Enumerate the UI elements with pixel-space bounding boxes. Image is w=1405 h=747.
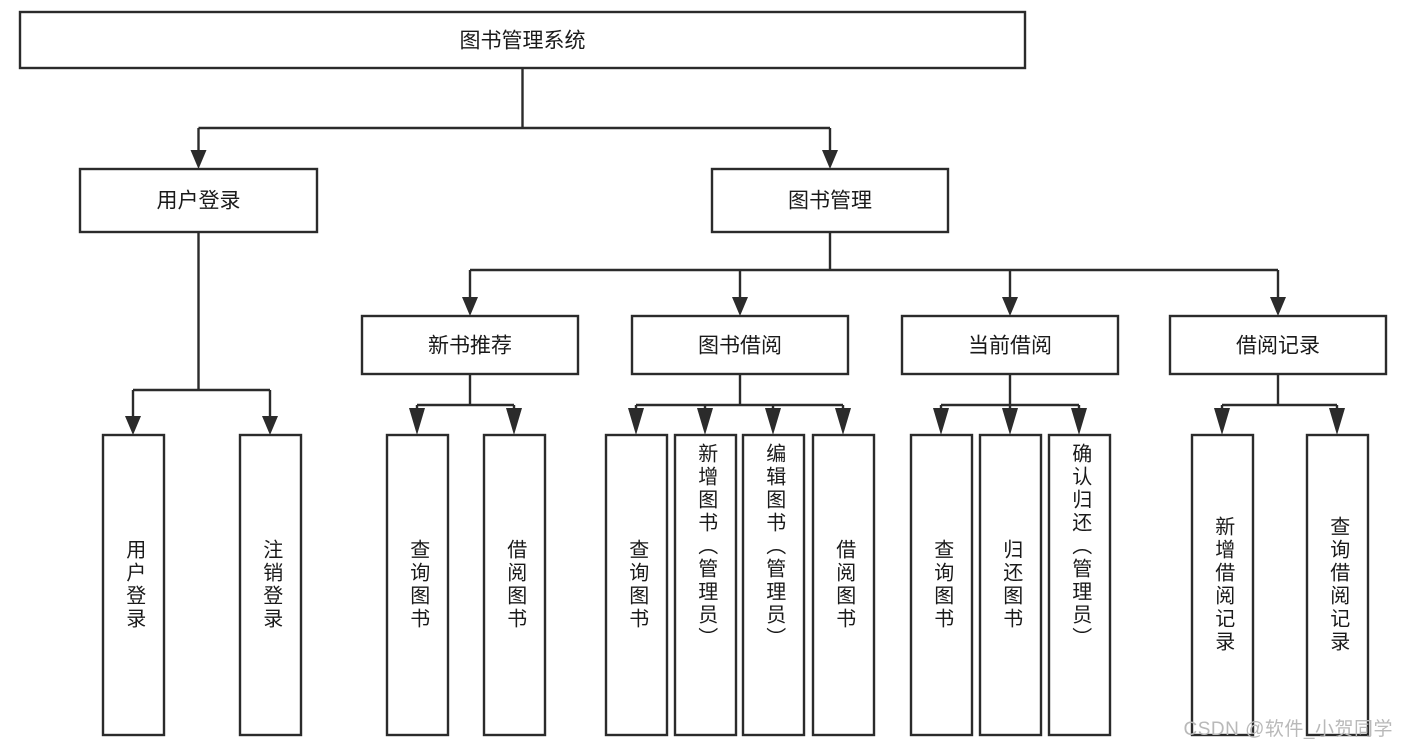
connector-layer	[125, 68, 1345, 435]
node-box-leaf-query-book-1[interactable]	[385, 433, 450, 737]
arrow-head-leaf-return-book	[1002, 408, 1018, 435]
arrow-head-leaf-add-book	[697, 408, 713, 435]
arrow-head-book-borrow	[732, 297, 748, 316]
node-label-borrow-record: 借阅记录	[1236, 335, 1320, 358]
node-label-current-borrow: 当前借阅	[968, 335, 1052, 358]
node-box-borrow-record[interactable]	[1168, 314, 1388, 376]
node-box-leaf-add-record[interactable]	[1190, 433, 1255, 737]
node-box-leaf-user-logout[interactable]	[238, 433, 303, 737]
node-box-new-book-recommend[interactable]	[360, 314, 580, 376]
arrow-head-leaf-query-book-3	[933, 408, 949, 435]
node-box-user-login[interactable]	[78, 167, 319, 234]
node-box-current-borrow[interactable]	[900, 314, 1120, 376]
node-box-leaf-edit-book[interactable]	[741, 433, 806, 737]
arrow-head-user-login	[190, 150, 207, 169]
node-box-leaf-query-record[interactable]	[1305, 433, 1370, 737]
csdn-watermark: CSDN @软件_小贺同学	[1183, 719, 1393, 740]
arrow-head-borrow-record	[1270, 297, 1286, 316]
arrow-head-new-book-recommend	[462, 297, 478, 316]
arrow-head-leaf-confirm-return	[1071, 408, 1087, 435]
arrow-head-leaf-user-logout	[262, 416, 278, 435]
node-box-book-borrow[interactable]	[630, 314, 850, 376]
arrow-head-leaf-user-login	[125, 416, 141, 435]
arrow-head-leaf-add-record	[1214, 408, 1230, 435]
arrow-head-leaf-query-book-1	[409, 408, 425, 435]
arrow-head-book-management	[822, 150, 838, 169]
node-box-leaf-query-book-3[interactable]	[909, 433, 974, 737]
node-box-leaf-return-book[interactable]	[978, 433, 1043, 737]
arrow-head-leaf-borrow-book-1	[506, 408, 522, 435]
arrow-head-leaf-edit-book	[765, 408, 781, 435]
node-box-leaf-query-book-2[interactable]	[604, 433, 669, 737]
node-box-leaf-confirm-return[interactable]	[1047, 433, 1112, 737]
node-box-leaf-user-login[interactable]	[101, 433, 166, 737]
node-label-root: 图书管理系统	[460, 30, 586, 53]
node-label-user-login: 用户登录	[157, 190, 241, 213]
node-box-book-management[interactable]	[710, 167, 950, 234]
node-label-new-book-recommend: 新书推荐	[428, 335, 512, 358]
node-box-leaf-add-book[interactable]	[673, 433, 738, 737]
node-box-leaf-borrow-book-1[interactable]	[482, 433, 547, 737]
arrow-head-leaf-query-book-2	[628, 408, 644, 435]
node-box-leaf-borrow-book-2[interactable]	[811, 433, 876, 737]
node-label-book-borrow: 图书借阅	[698, 335, 782, 358]
node-layer: 图书管理系统 用户登录 图书管理 新书推荐 图书借阅 当前借阅 借阅记录	[18, 10, 1388, 737]
node-label-book-management: 图书管理	[788, 190, 872, 213]
node-box-root[interactable]	[18, 10, 1027, 70]
arrow-head-current-borrow	[1002, 297, 1018, 316]
arrow-head-leaf-borrow-book-2	[835, 408, 851, 435]
arrow-head-leaf-query-record	[1329, 408, 1345, 435]
